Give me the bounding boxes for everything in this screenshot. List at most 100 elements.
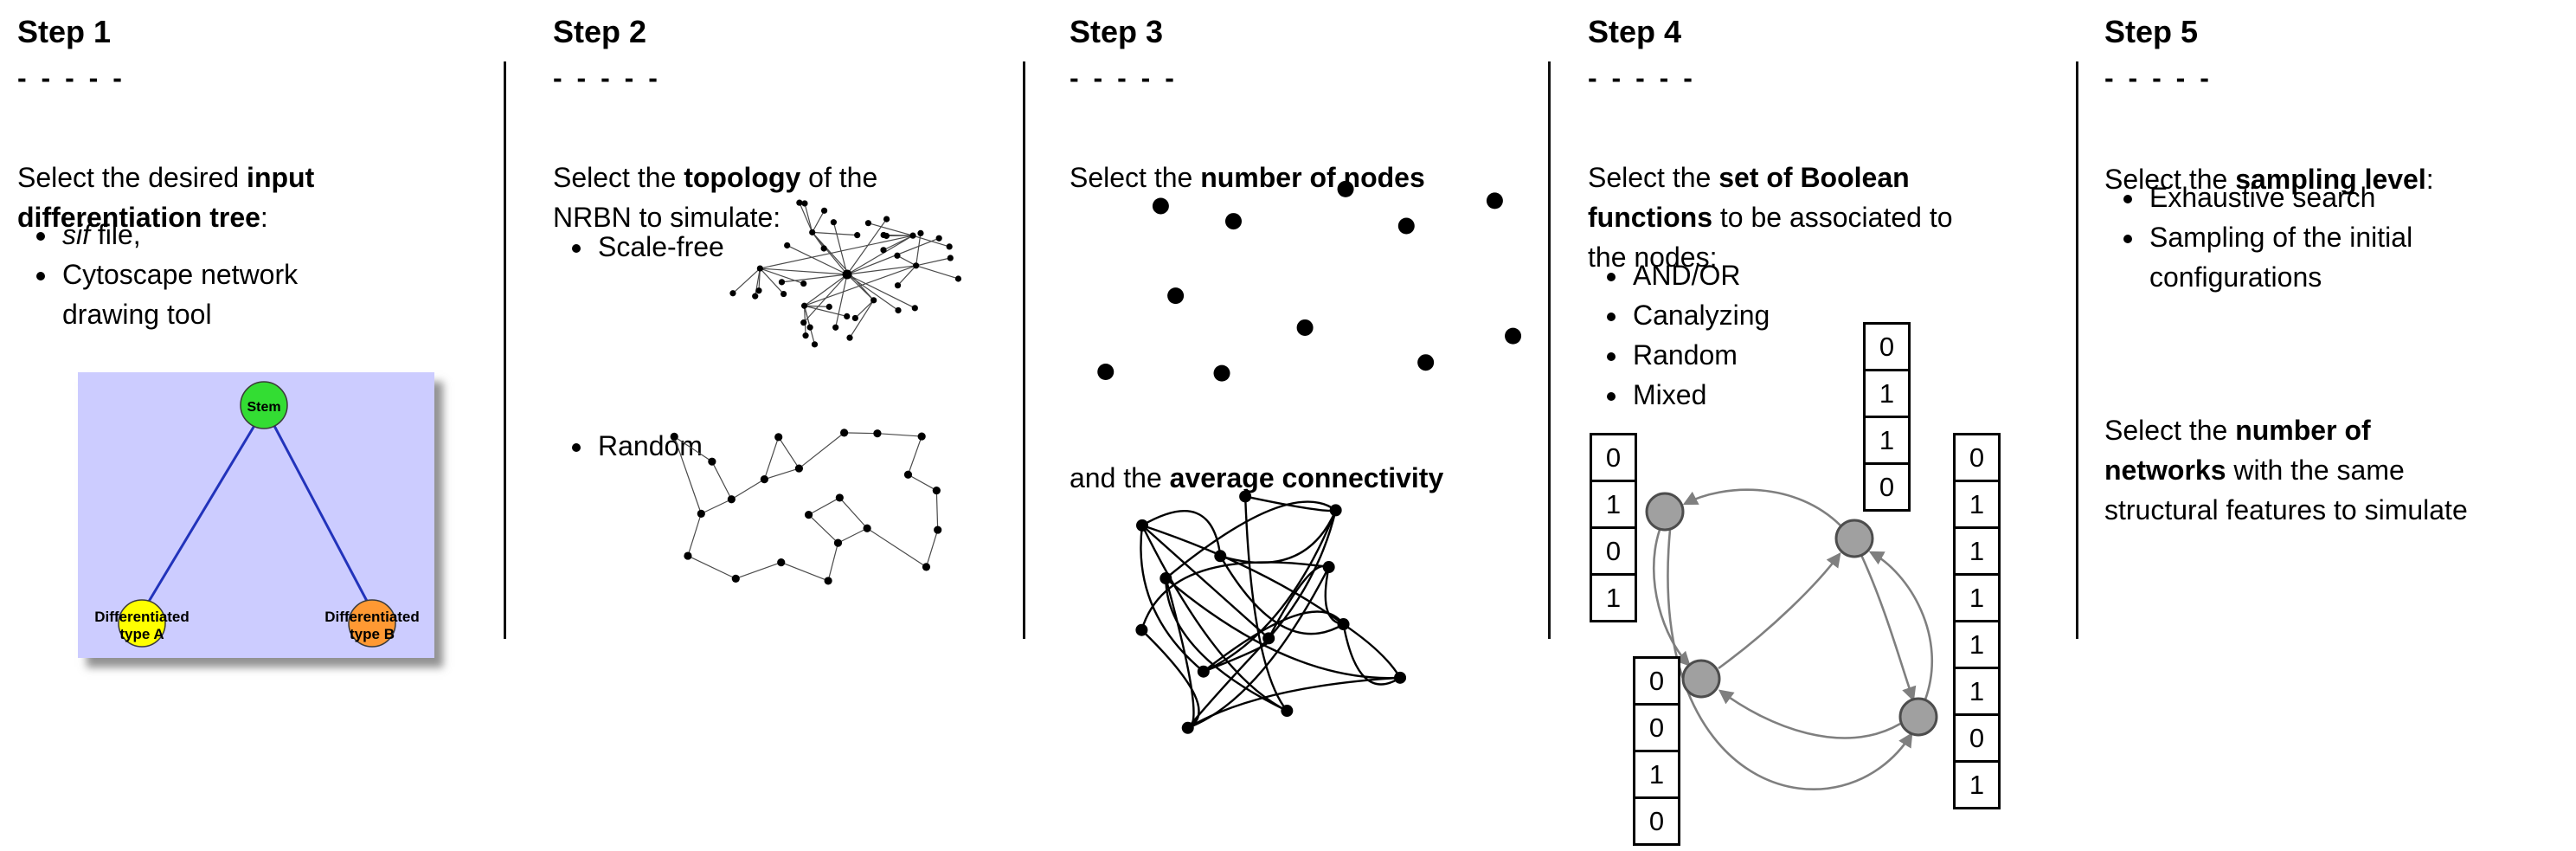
interaction-arrow — [1718, 551, 1841, 670]
network-node — [1322, 561, 1335, 574]
truth-table-cell: 1 — [1863, 369, 1911, 418]
network-node — [727, 495, 736, 504]
network-edge — [844, 432, 877, 435]
network-edge — [778, 436, 800, 469]
column-separator — [1548, 61, 1551, 639]
network-node — [1486, 192, 1503, 210]
network-edge — [1165, 578, 1288, 712]
network-node — [895, 306, 902, 314]
network-node — [833, 538, 843, 547]
network-node — [1135, 623, 1148, 636]
network-node — [1394, 671, 1407, 684]
network-edge — [687, 555, 736, 579]
truth-table-cell: 1 — [1590, 480, 1637, 529]
truth-table-cell: 1 — [1863, 416, 1911, 465]
network-edge — [760, 235, 914, 269]
network-edge — [732, 268, 761, 294]
network-node — [1197, 665, 1210, 678]
network-edge — [1140, 525, 1288, 712]
network-node — [1167, 287, 1185, 305]
network-node — [756, 265, 763, 272]
network-node — [854, 232, 861, 239]
network-edge — [868, 222, 914, 236]
column-separator — [1023, 61, 1025, 639]
network-edge — [1219, 509, 1337, 564]
network-edge — [812, 210, 825, 233]
network-edge — [673, 436, 702, 514]
interaction-arrow — [1667, 529, 1913, 791]
network-node — [935, 235, 942, 242]
network-edge — [736, 562, 781, 579]
boolean-node — [1898, 697, 1938, 737]
network-edge — [1342, 623, 1402, 679]
interaction-arrow — [1682, 488, 1841, 526]
step-2-title: Step 2 — [553, 14, 647, 49]
column-separator — [2076, 61, 2078, 639]
network-node — [842, 269, 852, 280]
truth-table-cell: 0 — [1633, 703, 1680, 752]
network-node — [755, 287, 762, 294]
network-edge — [687, 513, 702, 557]
network-edge — [812, 231, 858, 236]
step-3-title: Step 3 — [1070, 14, 1164, 49]
boolean-network-canvas — [1645, 488, 1938, 791]
interaction-arrow — [1718, 689, 1901, 739]
option-exhaustive-search: Exhaustive search — [2146, 177, 2576, 217]
network-node — [917, 229, 924, 237]
network-node — [784, 242, 791, 249]
network-node — [802, 332, 809, 339]
network-node — [911, 305, 918, 312]
dashed-rule: - - - - - — [1070, 62, 1178, 93]
network-edge — [915, 265, 959, 280]
network-edge — [1165, 577, 1195, 730]
stem-node — [240, 381, 288, 429]
network-edge — [1165, 500, 1337, 579]
network-edge — [1342, 623, 1401, 686]
network-node — [909, 232, 916, 239]
step-1-column: Step 1 - - - - - Select the desired inpu… — [17, 0, 493, 851]
network-node — [825, 303, 832, 310]
step-3-outro: and the average connectivity — [1070, 462, 1444, 493]
network-edge — [846, 218, 888, 275]
network-node — [752, 293, 759, 300]
network-node — [806, 324, 813, 331]
network-edge — [846, 235, 914, 275]
boolean-node — [1681, 659, 1721, 699]
network-node — [801, 200, 808, 207]
network-edge — [711, 461, 732, 500]
network-edge — [1140, 629, 1200, 729]
network-node — [1329, 504, 1342, 517]
network-node — [1152, 197, 1169, 215]
network-node — [1337, 180, 1354, 197]
truth-table-cell: 1 — [1953, 480, 2001, 529]
network-node — [917, 432, 926, 441]
column-separator — [504, 61, 506, 639]
network-node — [1224, 213, 1242, 230]
boolean-node — [1834, 519, 1874, 558]
network-node — [1239, 490, 1252, 503]
network-edge — [1141, 510, 1222, 557]
network-edge — [849, 300, 875, 338]
sampling-options: Exhaustive search Sampling of the initia… — [2104, 177, 2576, 297]
dashed-rule: - - - - - — [1588, 62, 1696, 93]
scale-free-network-figure — [729, 199, 962, 348]
network-edge — [1243, 496, 1288, 712]
truth-table-cell: 0 — [1590, 526, 1637, 576]
network-edge — [804, 203, 813, 233]
network-node — [1160, 572, 1172, 585]
step-5-intro: Select the sampling level: — [2104, 164, 2434, 195]
network-edge — [673, 435, 713, 462]
truth-table-cell: 0 — [1953, 713, 2001, 763]
network-node — [708, 457, 716, 466]
network-edge — [907, 435, 922, 475]
dashed-rule: - - - - - — [17, 62, 125, 93]
